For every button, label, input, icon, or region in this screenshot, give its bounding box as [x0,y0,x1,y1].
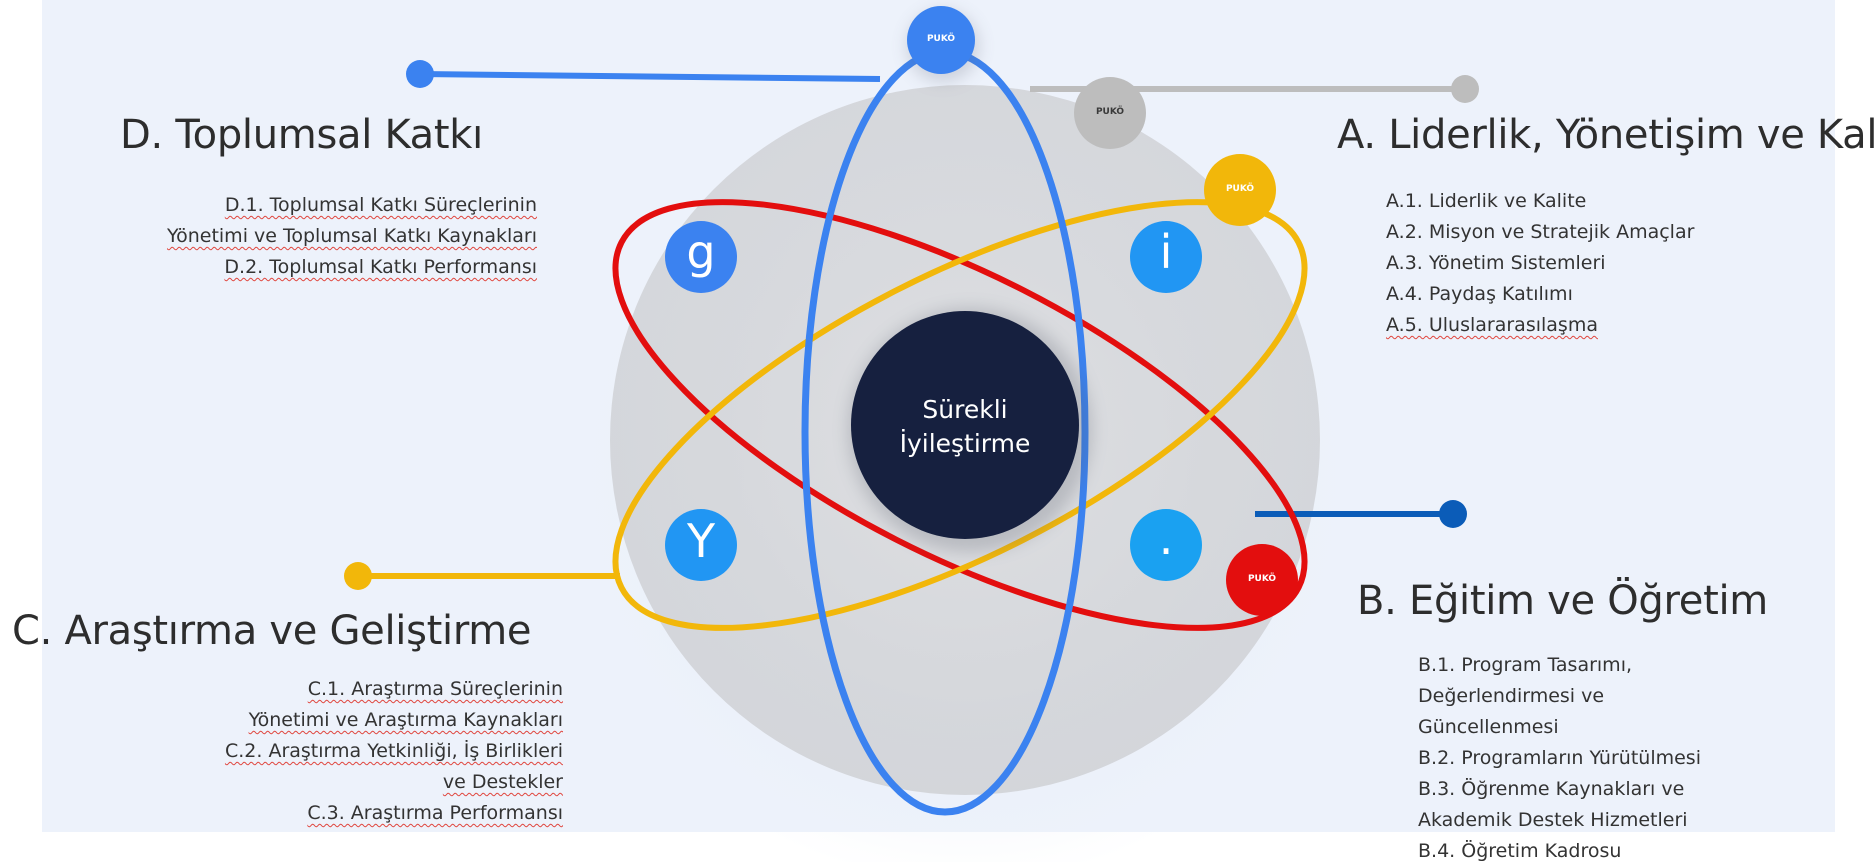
puko-label-yellow: PUKÖ [1225,184,1255,194]
section-b-item: B.1. Program Tasarımı, [1418,654,1633,676]
section-d-items: D.1. Toplumsal Katkı Süreçlerinin Yöneti… [167,190,537,283]
section-a-items: A.1. Liderlik ve Kalite A.2. Misyon ve S… [1386,186,1694,341]
section-a-item: A.5. Uluslararasılaşma [1386,314,1598,336]
letter-g: g [686,225,716,279]
section-b-item: B.3. Öğrenme Kaynakları ve [1418,778,1685,800]
section-b-title: B. Eğitim ve Öğretim [1357,578,1768,624]
section-a-item: A.1. Liderlik ve Kalite [1386,190,1587,212]
section-c-item: ve Destekler [442,771,563,793]
center-label: Sürekli İyileştirme [850,312,1080,542]
section-a-item: A.4. Paydaş Katılımı [1386,283,1573,305]
orbit-yellow [612,199,1308,631]
section-c-item: C.1. Araştırma Süreçlerinin [307,678,563,700]
section-a-title: A. Liderlik, Yönetişim ve Kalite [1337,112,1875,158]
connector-dot-b [1439,500,1467,528]
puko-node-yellow [1204,154,1276,226]
connector-line-d [419,71,881,82]
puko-node-gray [1074,77,1146,149]
section-c-item: C.2. Araştırma Yetkinliği, İş Birlikleri [224,740,563,762]
section-d-title: D. Toplumsal Katkı [120,112,483,158]
center-label-line1: Sürekli [922,395,1008,424]
section-d-item: Yönetimi ve Toplumsal Katkı Kaynakları [167,225,537,247]
section-d-item: D.1. Toplumsal Katkı Süreçlerinin [224,194,537,216]
center-label-line2: İyileştirme [899,429,1031,458]
section-c-item: C.3. Araştırma Performansı [307,802,563,824]
section-b-item: B.2. Programların Yürütülmesi [1418,747,1701,769]
letter-i: i [1159,225,1173,279]
letter-node-i [1130,221,1202,293]
puko-label-red: PUKÖ [1247,574,1277,584]
puko-node-red [1226,544,1298,616]
center-circle [851,311,1079,539]
letter-node-g [665,221,737,293]
connector-dot-d [406,60,434,88]
connector-dot-c [344,562,372,590]
section-b-item: Değerlendirmesi ve [1418,685,1605,707]
section-a-item: A.2. Misyon ve Stratejik Amaçlar [1386,221,1695,243]
letter-node-dot [1130,509,1202,581]
section-b-items: B.1. Program Tasarımı, Değerlendirmesi v… [1418,650,1701,867]
letter-dot: . [1158,511,1174,565]
letter-y: Y [686,514,716,568]
section-d-item: D.2. Toplumsal Katkı Performansı [224,256,537,278]
puko-label-gray: PUKÖ [1095,107,1125,117]
section-b-item: B.4. Öğretim Kadrosu [1418,840,1622,862]
letter-node-y [665,509,737,581]
section-c-item: Yönetimi ve Araştırma Kaynakları [248,709,563,731]
section-c-title: C. Araştırma ve Geliştirme [12,608,532,654]
section-c-items: C.1. Araştırma Süreçlerinin Yönetimi ve … [225,674,563,829]
section-b-item: Güncellenmesi [1418,716,1559,738]
section-a-item: A.3. Yönetim Sistemleri [1386,252,1606,274]
puko-label-blue: PUKÖ [926,34,956,44]
section-b-item: Akademik Destek Hizmetleri [1418,809,1688,831]
connector-dot-a [1451,75,1479,103]
orbit-red [612,199,1308,631]
puko-node-blue [907,6,975,74]
